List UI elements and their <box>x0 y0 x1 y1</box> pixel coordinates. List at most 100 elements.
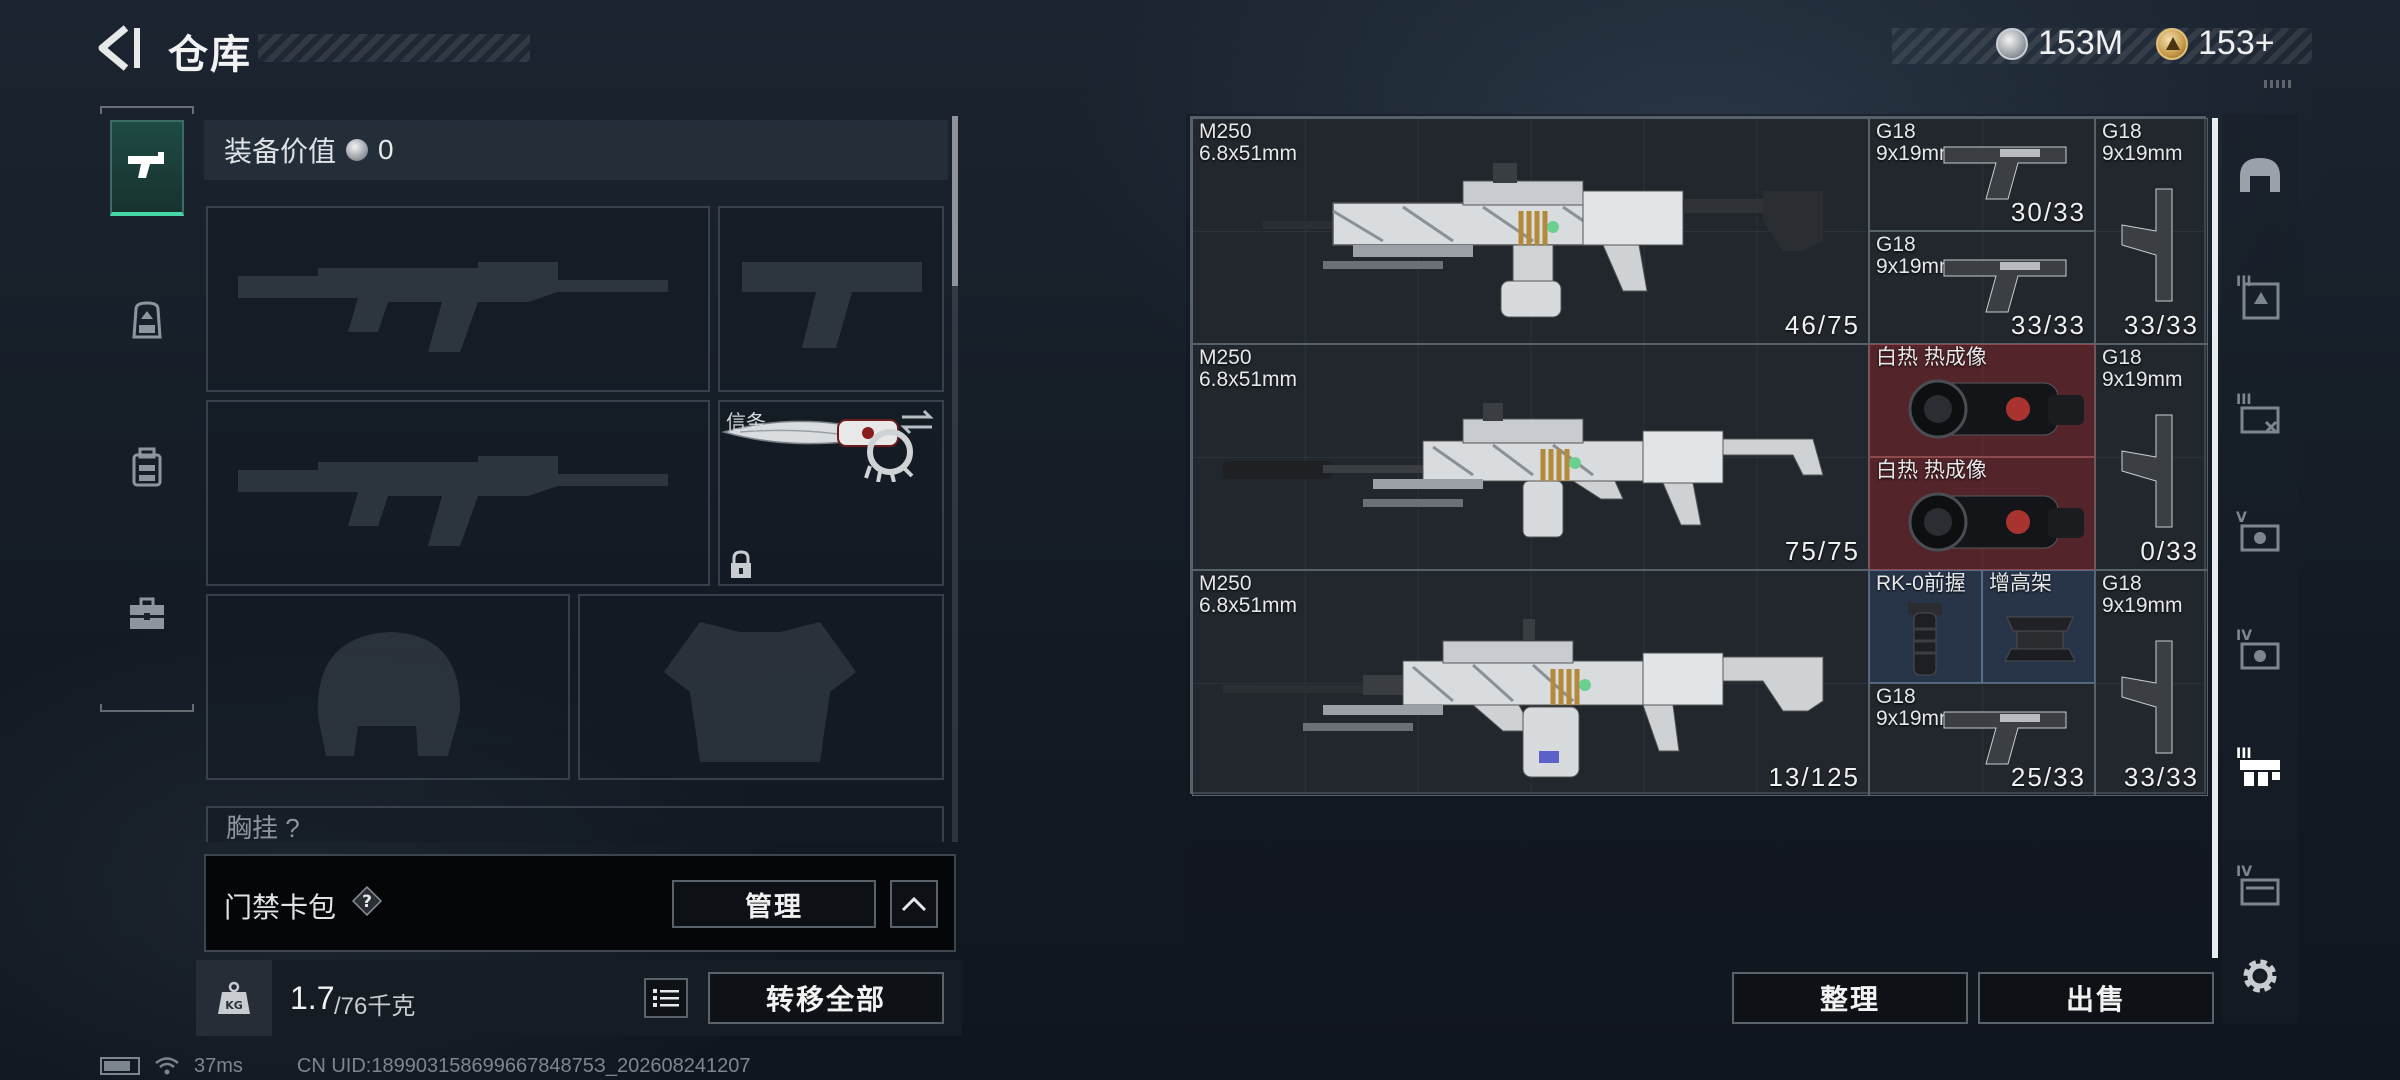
tab-page-4[interactable]: V <box>2226 490 2294 574</box>
item-count: 0/33 <box>2140 536 2199 566</box>
warehouse-panel: M250 6.8x51mm 46/75 G18 <box>1186 114 2218 1034</box>
warehouse-item-m250-1[interactable]: M250 6.8x51mm 46/75 <box>1192 118 1869 344</box>
gold-coin-icon <box>2156 27 2188 60</box>
loadout-scrollbar[interactable] <box>952 116 958 842</box>
tab-weapons[interactable] <box>110 120 184 216</box>
tab-backpack[interactable] <box>110 272 184 368</box>
warehouse-item-g18-2[interactable]: G18 9x19mm 33/33 <box>2095 118 2208 344</box>
pistol-icon <box>2121 188 2173 302</box>
tab-page-3[interactable]: III <box>2226 372 2294 456</box>
item-count: 33/33 <box>2010 310 2086 340</box>
scrollbar-thumb[interactable] <box>952 116 958 286</box>
dome-icon <box>2240 158 2280 192</box>
weight-badge: KG <box>196 960 272 1036</box>
item-name: G18 9x19mm <box>2102 572 2183 617</box>
chest-rig-label: 胸挂 ? <box>226 813 300 842</box>
primary-weapon-slot-2[interactable] <box>206 400 710 586</box>
silver-currency[interactable]: 153M <box>1996 24 2123 63</box>
equipment-value-label: 装备价值 <box>224 136 337 167</box>
warehouse-scrollbar[interactable] <box>2212 118 2218 958</box>
tab-page-6[interactable]: III <box>2226 726 2294 810</box>
warehouse-item-g18-3[interactable]: G18 9x19mm 33/33 <box>1869 231 2095 344</box>
weight-current: 1.7 <box>290 980 335 1016</box>
item-count: 33/33 <box>2123 762 2199 792</box>
help-icon[interactable]: ? <box>352 886 382 916</box>
lock-icon <box>731 550 751 578</box>
case-tier-icon: III <box>2236 392 2280 434</box>
loadout-panel: 装备价值 0 信条 <box>204 114 960 854</box>
warehouse-item-riser-mount[interactable]: 增高架 <box>1982 570 2095 683</box>
back-button[interactable] <box>96 24 146 72</box>
rifle-silhouette-icon <box>238 262 668 352</box>
thermal-scope-icon <box>1908 379 2084 439</box>
expand-button[interactable] <box>890 880 938 928</box>
silver-currency-amount: 153M <box>2038 24 2124 62</box>
tab-chest-rig[interactable] <box>110 420 184 516</box>
tab-case[interactable] <box>110 566 184 662</box>
warehouse-item-g18-4[interactable]: G18 9x19mm 0/33 <box>2095 344 2208 570</box>
warehouse-item-thermal-scope-2[interactable]: 白热 热成像 <box>1869 457 2095 570</box>
ping-value: 37ms <box>194 1054 243 1077</box>
status-bar: 37ms CN UID:18990315869966784875З_202608… <box>100 1054 751 1078</box>
svg-text:IV: IV <box>2236 864 2252 880</box>
melee-slot-label: 信条 <box>726 412 766 434</box>
list-view-button[interactable] <box>644 978 688 1018</box>
warehouse-item-g18-5[interactable]: G18 9x19mm 33/33 <box>2095 570 2208 796</box>
melee-slot[interactable]: 信条 <box>718 400 944 586</box>
item-name: G18 9x19mm <box>2102 120 2183 165</box>
pistol-silhouette-icon <box>742 262 922 348</box>
warehouse-item-m250-2[interactable]: M250 6.8x51mm 75/75 <box>1192 344 1869 570</box>
tab-all[interactable] <box>2226 136 2294 220</box>
svg-text:III: III <box>2236 746 2252 762</box>
warehouse-item-foregrip[interactable]: RK-0前握 <box>1869 570 1982 683</box>
case-tier-icon: V <box>2236 510 2280 552</box>
tab-bracket <box>100 106 194 114</box>
top-bar: 仓库 153M 153+ <box>0 0 2400 100</box>
warehouse-item-m250-3[interactable]: M250 6.8x51mm 13/125 <box>1192 570 1869 796</box>
user-id: CN UID:18990315869966784875З_20260824120… <box>296 1054 751 1077</box>
tab-bracket <box>100 704 194 712</box>
warehouse-item-g18-1[interactable]: G18 9x19mm 30/33 <box>1869 118 2095 231</box>
sidearm-slot[interactable] <box>718 206 944 392</box>
equipment-value-bar: 装备价值 0 <box>204 120 948 180</box>
list-icon <box>653 989 679 1007</box>
pistol-icon <box>1943 711 2067 765</box>
back-arrow-icon <box>98 25 140 71</box>
warehouse-item-g18-6[interactable]: G18 9x19mm 25/33 <box>1869 683 2095 796</box>
sort-button[interactable]: 整理 <box>1732 972 1968 1024</box>
helmet-slot[interactable] <box>206 594 570 780</box>
svg-text:KG: KG <box>225 999 243 1012</box>
item-count: 30/33 <box>2010 197 2086 227</box>
tab-page-7[interactable]: IV <box>2226 844 2294 928</box>
gold-currency[interactable]: 153+ <box>2156 24 2275 63</box>
tab-page-2[interactable]: III <box>2226 254 2294 338</box>
warehouse-item-thermal-scope-1[interactable]: 白热 热成像 <box>1869 344 2095 457</box>
machine-gun-icon <box>1263 163 1823 318</box>
settings-button[interactable] <box>2236 952 2284 1000</box>
battery-icon <box>100 1057 140 1075</box>
case-tier-icon: IV <box>2236 628 2280 670</box>
pistol-icon <box>1943 146 2067 200</box>
access-card-label: 门禁卡包 <box>224 892 337 923</box>
item-count: 46/75 <box>1784 310 1860 340</box>
manage-button[interactable]: 管理 <box>672 880 876 928</box>
body-armor-slot[interactable] <box>578 594 944 780</box>
machine-gun-icon <box>1223 619 1824 778</box>
transfer-all-button[interactable]: 转移全部 <box>708 972 944 1024</box>
primary-weapon-slot-1[interactable] <box>206 206 710 392</box>
tab-page-5[interactable]: IV <box>2226 608 2294 692</box>
item-name: M250 6.8x51mm <box>1199 120 1298 165</box>
chest-rig-slot[interactable]: 胸挂 ? <box>206 806 944 842</box>
vest-icon <box>132 447 162 487</box>
foregrip-icon <box>1908 603 1942 676</box>
warehouse-grid: M250 6.8x51mm 46/75 G18 <box>1190 116 2208 796</box>
weight-icon: KG <box>218 981 250 1014</box>
armor-silhouette-icon <box>664 622 856 762</box>
item-count: 25/33 <box>2010 762 2086 792</box>
swap-icon[interactable] <box>900 408 934 436</box>
sell-button[interactable]: 出售 <box>1978 972 2214 1024</box>
warehouse-page-tabs: III III V IV III <box>2222 114 2298 1024</box>
wifi-icon <box>155 1057 179 1075</box>
item-count: 33/33 <box>2123 310 2199 340</box>
briefcase-icon <box>130 597 164 629</box>
